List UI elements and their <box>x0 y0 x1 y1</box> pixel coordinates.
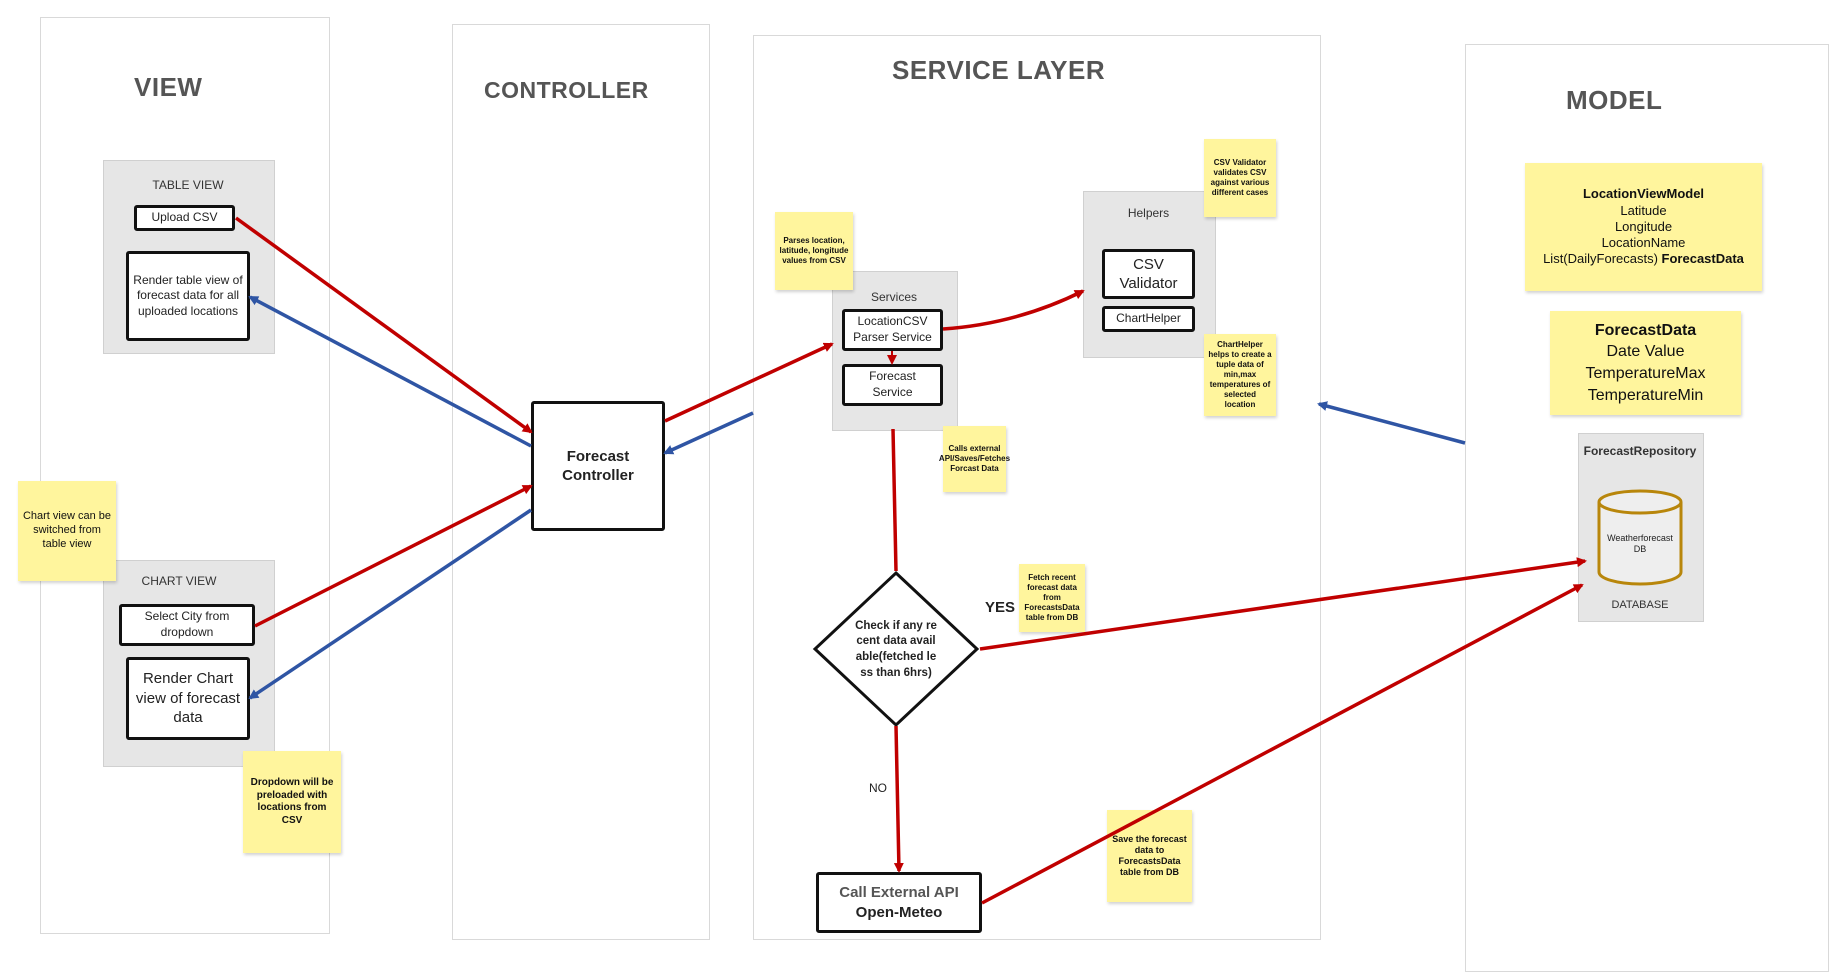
note-save-forecast: Save the forecast data to ForecastsData … <box>1107 810 1192 902</box>
upload-csv-box[interactable]: Upload CSV <box>134 205 235 231</box>
external-api-box: Call External API Open-Meteo <box>816 872 982 933</box>
render-table-box: Render table view of forecast data for a… <box>126 251 250 341</box>
lvm-field-3-bold: ForecastData <box>1661 251 1744 267</box>
lvm-field-3-prefix: List(DailyForecasts) <box>1543 251 1662 267</box>
view-lane-title: VIEW <box>134 72 203 102</box>
chart-helper-box: ChartHelper <box>1102 306 1195 332</box>
arrow-decision-yes <box>979 557 1587 651</box>
lvm-field-0: Latitude <box>1620 202 1667 218</box>
helpers-label: Helpers <box>1127 206 1170 220</box>
location-csv-parser-box: LocationCSV Parser Service <box>842 309 943 351</box>
lvm-field-1: Longitude <box>1614 218 1673 234</box>
arrow-services-to-controller <box>663 411 754 455</box>
decision-diamond-shape <box>812 570 980 728</box>
arrow-upload-to-controller <box>234 216 533 434</box>
arrow-select-to-controller <box>254 484 533 628</box>
database-name: Weatherforecast DB <box>1607 533 1673 554</box>
services-label: Services <box>870 290 917 304</box>
select-city-box[interactable]: Select City from dropdown <box>119 604 255 646</box>
arrow-controller-to-services <box>664 342 834 423</box>
forecast-data-title: ForecastData <box>1594 321 1697 339</box>
note-dropdown: Dropdown will be preloaded with location… <box>243 751 341 853</box>
yes-label: YES <box>985 599 1016 616</box>
forecast-controller-box: Forecast Controller <box>531 401 665 531</box>
database-icon <box>1597 489 1683 586</box>
forecast-service-box: Forecast Service <box>842 364 943 406</box>
external-api-line2: Open-Meteo <box>855 903 943 921</box>
model-lane-title: MODEL <box>1566 85 1663 115</box>
no-label: NO <box>869 781 887 795</box>
location-view-model-card: LocationViewModel Latitude Longitude Loc… <box>1525 163 1762 291</box>
arrow-model-to-service <box>1317 401 1466 445</box>
decision-text: Check if any recent data available(fetch… <box>855 619 937 679</box>
arrow-forecast-to-decision <box>891 428 898 572</box>
controller-lane-title: CONTROLLER <box>484 77 649 103</box>
note-calls-external: Calls external API/Saves/Fetches Forcast… <box>939 426 1010 492</box>
fd-field-2: TemperatureMin <box>1587 386 1704 404</box>
arrow-api-to-db <box>981 583 1584 905</box>
table-view-label: TABLE VIEW <box>152 178 224 192</box>
external-api-line1: Call External API <box>839 884 959 901</box>
note-chart-switch: Chart view can be switched from table vi… <box>18 481 116 581</box>
note-chart-helper: ChartHelper helps to create a tuple data… <box>1204 334 1276 416</box>
fd-field-0: Date Value <box>1606 343 1685 361</box>
database-label: DATABASE <box>1611 599 1669 611</box>
arrow-controller-to-table <box>248 295 532 448</box>
location-view-model-title: LocationViewModel <box>1582 186 1705 202</box>
fd-field-1: TemperatureMax <box>1585 365 1706 382</box>
csv-validator-box: CSV Validator <box>1102 249 1195 299</box>
lvm-field-2: LocationName <box>1601 235 1686 251</box>
note-csv-validator: CSV Validator validates CSV against vari… <box>1204 139 1276 217</box>
note-parses: Parses location, latitude, longitude val… <box>775 212 853 290</box>
service-lane-title: SERVICE LAYER <box>892 55 1106 85</box>
chart-view-label: CHART VIEW <box>141 574 217 588</box>
forecast-data-card: ForecastData Date Value TemperatureMax T… <box>1550 311 1741 415</box>
forecast-repository-title: ForecastRepository <box>1583 444 1697 458</box>
decision-diamond: Check if any recent data available(fetch… <box>812 570 980 728</box>
lvm-field-3: List(DailyForecasts) ForecastData <box>1543 251 1744 267</box>
arrow-controller-to-chart <box>248 508 532 700</box>
note-fetch-recent: Fetch recent forecast data from Forecast… <box>1019 564 1085 632</box>
arrow-parser-to-helpers <box>942 289 1085 331</box>
render-chart-box: Render Chart view of forecast data <box>126 657 250 740</box>
arrow-decision-no <box>893 725 904 873</box>
